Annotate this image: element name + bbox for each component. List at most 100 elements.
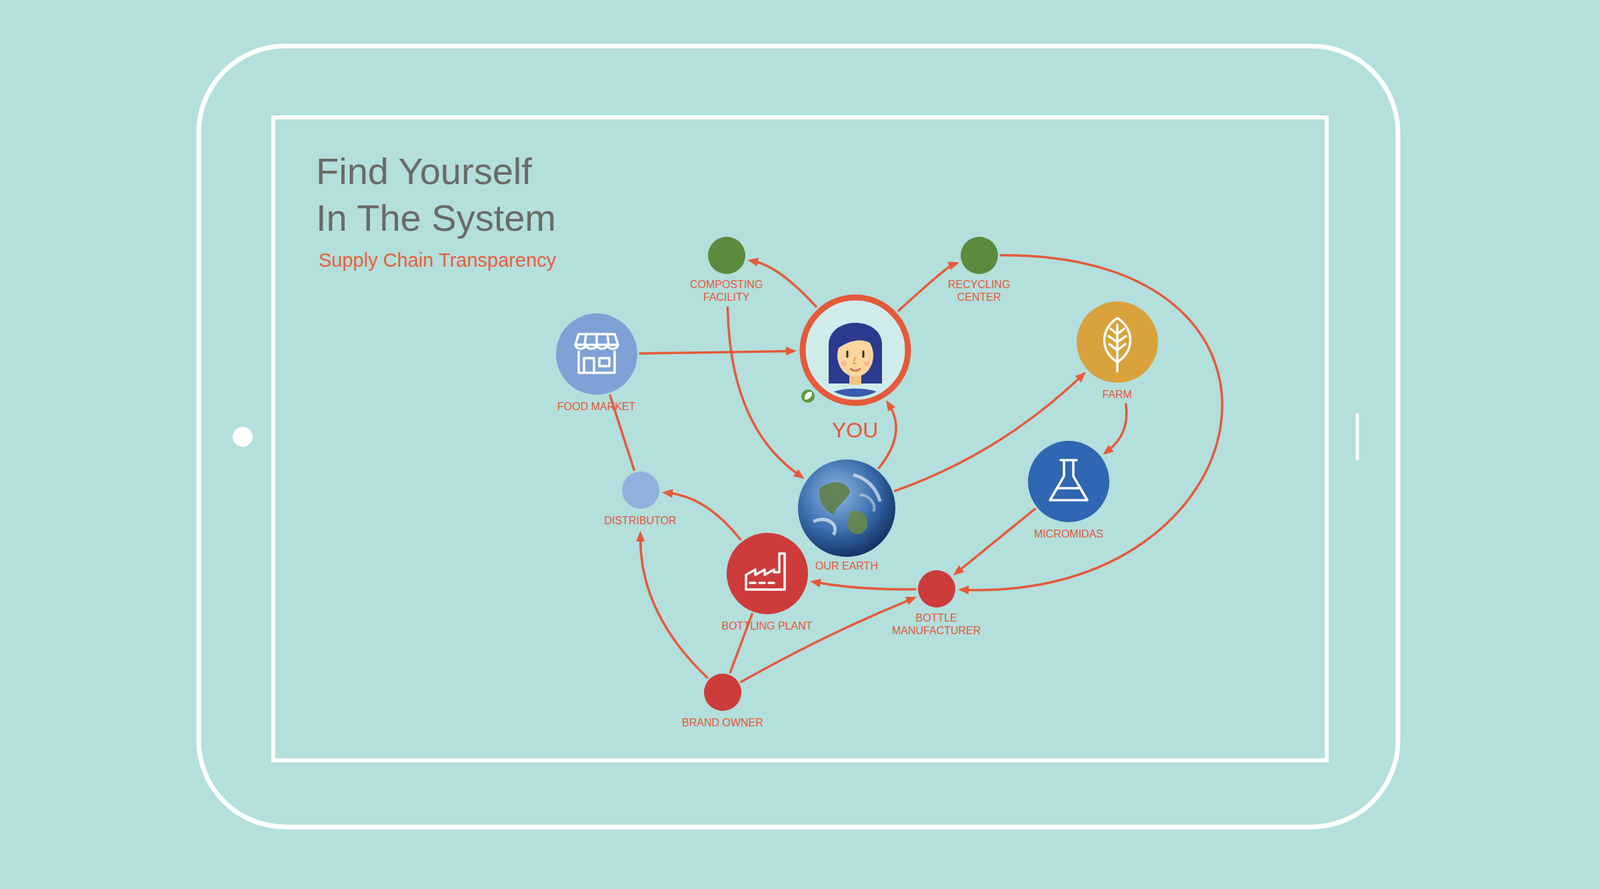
icon-part: [1076, 301, 1158, 383]
connector: [662, 488, 741, 540]
connector-line: [728, 307, 800, 475]
eco-badge: [801, 389, 815, 403]
connector-line: [640, 537, 708, 678]
arrowhead: [958, 585, 969, 594]
arrowhead: [886, 400, 896, 412]
icon-part: [918, 570, 956, 608]
node-label: BRAND OWNER: [682, 716, 764, 729]
connector: [810, 578, 916, 590]
connector-line: [898, 264, 953, 311]
connector-line: [754, 261, 816, 307]
icon-part: [599, 358, 610, 366]
arrowhead: [905, 596, 917, 605]
node-shape: [918, 570, 956, 608]
node-circle: MICROMIDAS: [1028, 440, 1110, 540]
node-shape: [622, 471, 660, 509]
icon-part: [750, 581, 774, 584]
arrowhead: [953, 565, 965, 576]
diagram-title: Find Yourself In The System: [316, 148, 563, 242]
node-label: DISTRIBUTOR: [604, 514, 677, 527]
arrowhead: [1075, 372, 1086, 383]
node-circle: RECYCLING CENTER: [948, 236, 1011, 304]
icon-part: [1104, 318, 1131, 372]
tablet-frame: [198, 46, 1398, 827]
arrowhead: [810, 578, 822, 588]
arrowhead: [636, 530, 645, 542]
connector: [953, 508, 1036, 576]
node-shape: [1076, 301, 1158, 383]
node-shape: [1028, 440, 1110, 522]
icon-part: [820, 388, 890, 404]
connector: [958, 255, 1222, 594]
node-label: OUR EARTH: [815, 559, 878, 572]
connector-line: [816, 582, 916, 589]
node-circle: YOU: [799, 294, 912, 443]
side-button: [1356, 414, 1360, 459]
connector-line: [878, 405, 896, 468]
icon-part: [1057, 486, 1080, 490]
icon-part: [746, 553, 785, 590]
node-circle: BOTTLING PLANT: [722, 532, 814, 632]
icon-part: [584, 334, 609, 345]
home-button: [232, 426, 253, 447]
icon-part: [726, 532, 808, 614]
icon-part: [578, 351, 615, 373]
arrowhead: [948, 262, 960, 270]
node-shape: [726, 532, 808, 614]
tablet-screen: [273, 117, 1327, 760]
connector: [728, 307, 805, 479]
node-shape: [704, 673, 742, 711]
icon-part: [960, 236, 998, 274]
icon-part: [820, 322, 890, 404]
node-shape: [799, 294, 912, 406]
eco-badge-leaf: [804, 391, 812, 400]
connector-line: [668, 492, 741, 540]
icon-part: [584, 358, 594, 373]
icon-part: [860, 494, 874, 512]
icon-part: [746, 553, 785, 590]
node-shape: [960, 236, 998, 274]
node-label: FARM: [1102, 388, 1132, 401]
connector-line: [958, 508, 1036, 572]
icon-part: [847, 351, 864, 357]
icon-part: [850, 368, 860, 371]
connector-line: [1108, 404, 1127, 451]
node-label: COMPOSTING FACILITY: [690, 278, 763, 304]
icon-part: [1050, 460, 1088, 500]
node-shape: [798, 459, 896, 557]
icon-part: [1108, 328, 1126, 350]
connector: [636, 530, 708, 678]
icon-part: [841, 360, 847, 366]
icon-part: [704, 673, 742, 711]
connector: [878, 400, 896, 468]
node-circle: BRAND OWNER: [682, 673, 764, 729]
connector-line: [640, 351, 790, 354]
arrowhead: [662, 488, 674, 498]
node-shape: [556, 313, 638, 395]
connector-line: [964, 255, 1222, 590]
node-label: BOTTLING PLANT: [722, 619, 813, 632]
node-shape: [708, 236, 746, 274]
node-circle: FOOD MARKET: [556, 313, 638, 413]
node-label: YOU: [832, 418, 878, 443]
icon-part: [864, 360, 870, 366]
arrowhead: [786, 346, 797, 356]
node-label: RECYCLING CENTER: [948, 278, 1010, 304]
node-circle: BOTTLE MANUFACTURER: [892, 570, 982, 637]
node-label: BOTTLE MANUFACTURER: [892, 611, 981, 637]
node-label: MICROMIDAS: [1034, 527, 1104, 540]
icon-part: [846, 510, 868, 534]
node-circle: FARM: [1076, 301, 1158, 401]
icon-part: [708, 236, 746, 274]
connector: [1102, 404, 1127, 455]
node-circle: DISTRIBUTOR: [604, 471, 678, 527]
icon-part: [1028, 440, 1110, 522]
icon-part: [835, 331, 876, 350]
icon-part: [575, 334, 618, 373]
icon-part: [853, 356, 857, 364]
arrowhead: [747, 258, 759, 267]
